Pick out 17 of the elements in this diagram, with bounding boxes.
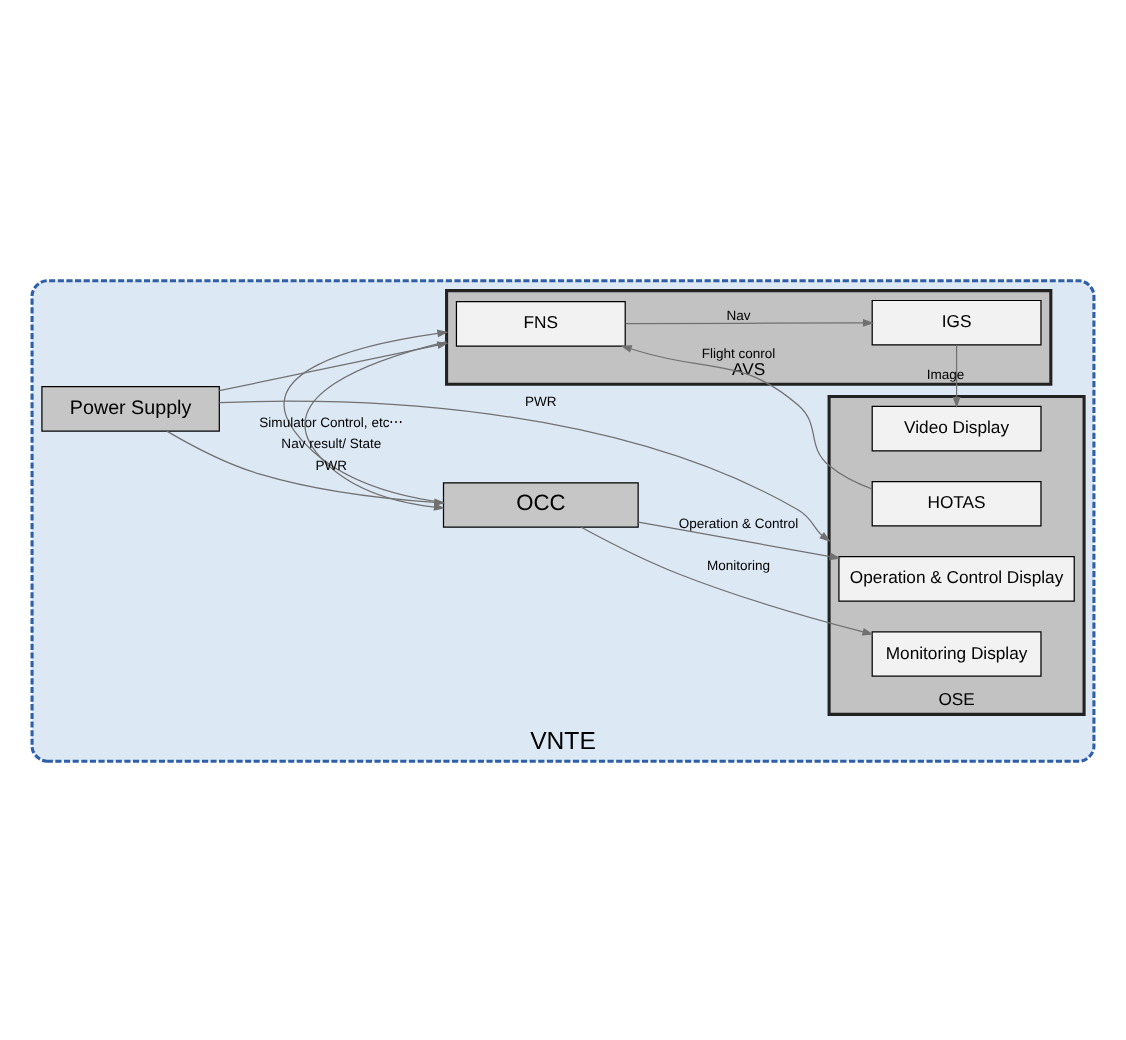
node-box: Monitoring Display bbox=[871, 630, 1042, 676]
arrow bbox=[620, 344, 873, 489]
node-box: Video Display bbox=[871, 404, 1042, 451]
arrow bbox=[166, 429, 446, 506]
node-box: HOTAS bbox=[871, 479, 1042, 526]
arrow bbox=[218, 340, 449, 391]
arrow bbox=[580, 525, 874, 635]
node-box: FNS bbox=[455, 300, 626, 346]
node-box: Operation & Control Display bbox=[838, 555, 1075, 601]
arrow bbox=[283, 328, 449, 503]
node-box: IGS bbox=[871, 298, 1042, 345]
arrow bbox=[637, 520, 841, 560]
node-box: Power Supply bbox=[41, 385, 220, 431]
arrow bbox=[952, 343, 961, 407]
node-box: OCC bbox=[442, 481, 639, 527]
arrow bbox=[218, 399, 831, 541]
arrow bbox=[625, 318, 875, 326]
